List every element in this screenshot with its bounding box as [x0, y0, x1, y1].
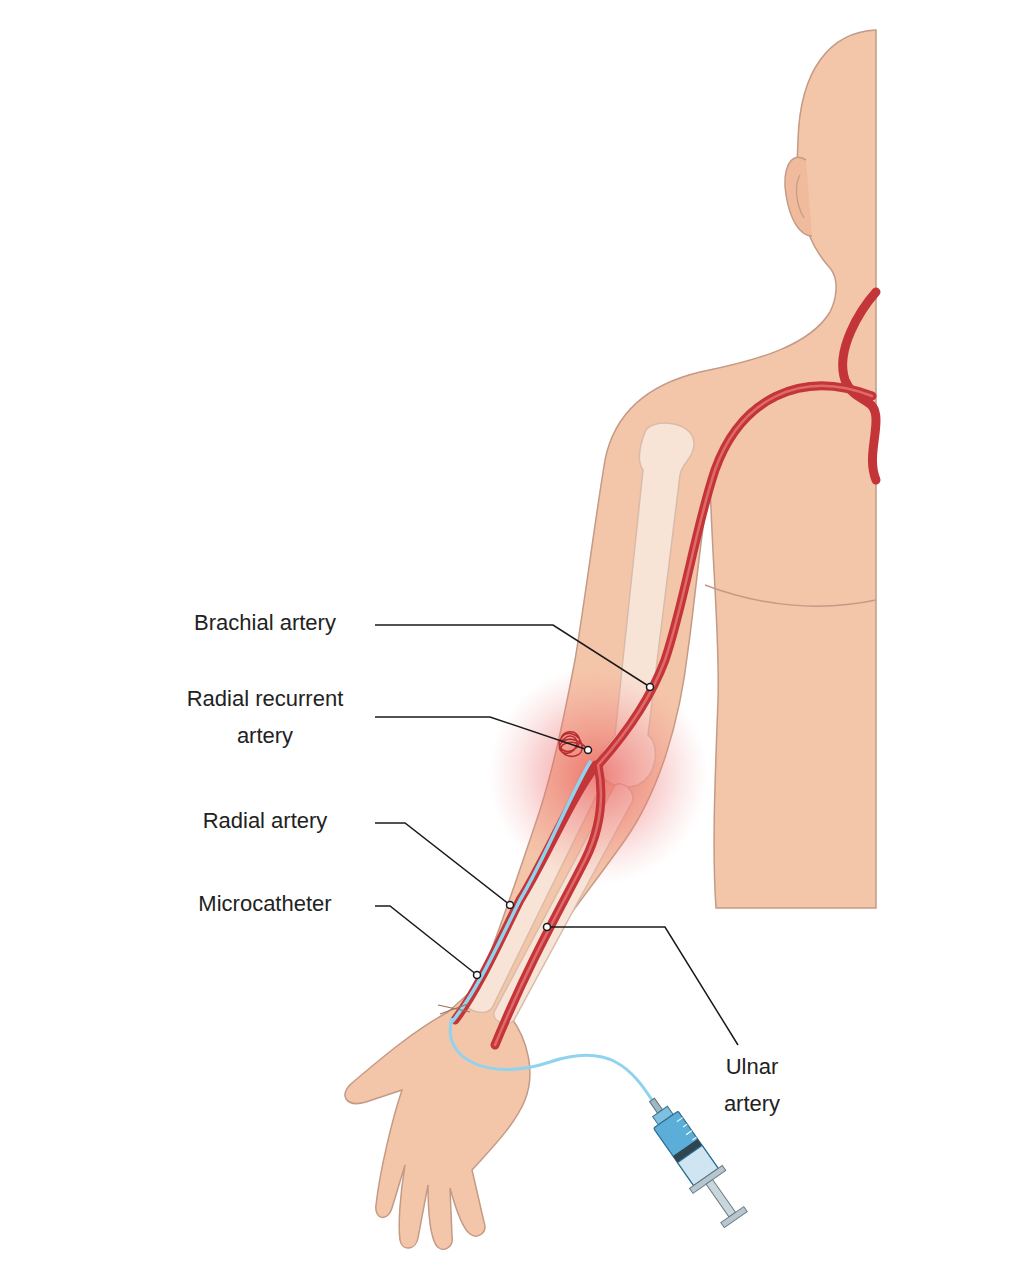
part-label: Ulnar artery [702, 1048, 802, 1122]
leader-dot [474, 972, 481, 979]
leader-line [375, 625, 650, 687]
leader-dots [474, 684, 654, 979]
leader-dot [507, 902, 514, 909]
part-label: Brachial artery [160, 604, 370, 641]
ulnar-vessel [495, 765, 601, 1045]
artery-tree [452, 292, 876, 1045]
part-label: Radial recurrent artery [165, 680, 365, 754]
catheter-tube [450, 1018, 652, 1100]
body-outline [345, 30, 876, 1249]
leader-line [375, 906, 477, 975]
leader-dot [647, 684, 654, 691]
leader-line [547, 927, 738, 1045]
ear [785, 157, 812, 236]
brachial-vessel [598, 386, 872, 765]
ear-inner [797, 175, 804, 218]
leader-lines [375, 625, 738, 1045]
leader-dot [544, 924, 551, 931]
leader-dot [585, 747, 592, 754]
leader-line [375, 717, 588, 750]
part-label: Microcatheter [160, 885, 370, 922]
leader-line [375, 823, 510, 905]
chest-line [705, 585, 876, 606]
artery-highlight [495, 386, 872, 1045]
catheter-in-vessel [452, 762, 590, 1022]
part-label: Radial artery [160, 802, 370, 839]
puncture-mark [438, 1004, 470, 1014]
